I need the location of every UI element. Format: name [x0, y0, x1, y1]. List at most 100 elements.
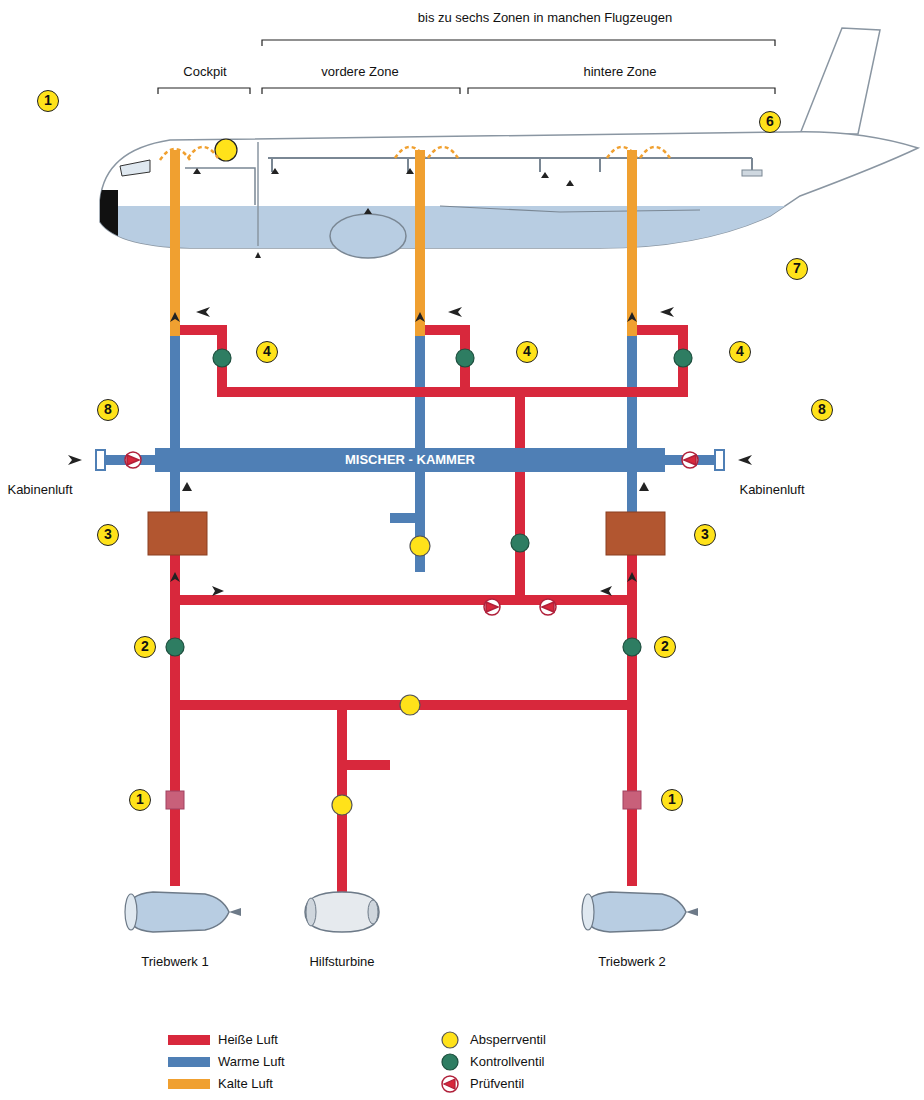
hot-air-pipe [515, 392, 525, 450]
flow-arrow [415, 312, 425, 322]
flow-arrow [68, 307, 752, 596]
zone-bracket [468, 88, 775, 94]
label-text: vordere Zone [321, 64, 398, 80]
aircraft [257, 142, 259, 246]
hot-air-pipe [342, 760, 390, 770]
bleed-regulator [166, 791, 184, 809]
flow-arrow [660, 307, 674, 317]
arrow-head [182, 482, 192, 491]
legend-text: Heiße Luft [218, 1032, 278, 1048]
control-valve [166, 349, 692, 656]
engine-symbol [558, 886, 706, 938]
label-text: Cockpit [183, 64, 226, 80]
zone-bracket [158, 40, 775, 94]
callout-number: 1 [37, 90, 59, 112]
shutoff-valve [410, 536, 430, 556]
warm-air-pipe [390, 513, 420, 523]
aircraft [742, 170, 762, 176]
engine-symbol [127, 892, 229, 932]
callout-number: 1 [129, 789, 151, 811]
node-label: Triebwerk 2 [558, 954, 706, 969]
check-valve [542, 602, 554, 612]
aircraft [90, 206, 924, 256]
air-conditioning-pack [148, 512, 665, 555]
control-valve [166, 638, 184, 656]
engine-symbol [101, 886, 249, 938]
engine-unit: Triebwerk 1 [101, 886, 249, 974]
engine-symbol [582, 894, 594, 930]
flow-arrow [170, 572, 180, 582]
engine-symbol [368, 900, 378, 924]
shutoff-valve [400, 695, 420, 715]
callout-number: 8 [811, 399, 833, 421]
legend-text: Warme Luft [218, 1054, 285, 1070]
zone-bracket [262, 88, 460, 94]
control-valve [623, 638, 641, 656]
aircraft [271, 168, 279, 174]
callout-number: 2 [134, 636, 156, 658]
label-text: Kabinenluft [7, 482, 72, 498]
control-valve [674, 349, 692, 367]
check-valve [127, 455, 139, 465]
control-valve [511, 534, 529, 552]
aircraft [566, 180, 574, 186]
flow-arrow [627, 572, 637, 582]
label-text: Kabinenluft [739, 482, 804, 498]
zone-bracket [158, 88, 250, 94]
flow-arrow [738, 455, 752, 465]
cabin-air-inlet [96, 450, 105, 470]
bleed-regulator [623, 791, 641, 809]
legend-text: Prüfventil [470, 1076, 524, 1092]
callout-number: 7 [786, 258, 808, 280]
callout-number: 3 [694, 524, 716, 546]
cold-air-pipe [415, 150, 425, 336]
legend-swatch [168, 1035, 210, 1045]
aircraft [541, 172, 549, 178]
check-valve [484, 599, 500, 615]
aircraft [188, 147, 218, 158]
aircraft [255, 252, 261, 258]
legend-symbol [442, 1076, 458, 1092]
warm-air-pipe [104, 336, 716, 572]
flow-arrow [627, 312, 637, 322]
cold-air-pipe [175, 150, 632, 336]
shutoff-valve [332, 795, 352, 815]
warm-air-pipe [627, 472, 637, 512]
mixer-chamber: MISCHER - KAMMER [155, 448, 665, 472]
engine-symbol [584, 892, 686, 932]
legend-swatch [168, 1079, 210, 1089]
aircraft [800, 28, 880, 134]
engine-symbol [686, 908, 698, 916]
check-valve [486, 602, 498, 612]
air-conditioning-pack [148, 512, 207, 555]
aircraft [330, 214, 406, 258]
legend-text: Kontrollventil [470, 1054, 544, 1070]
flow-arrow [170, 312, 180, 322]
hot-air-pipe [175, 595, 632, 605]
legend-swatch [168, 1057, 210, 1067]
callout-number: 4 [516, 341, 538, 363]
flow-arrow [448, 307, 462, 317]
cold-air-pipe [627, 150, 637, 336]
engine-unit: Hilfsturbine [273, 886, 411, 974]
flow-arrow [212, 586, 224, 596]
check-valve [125, 452, 698, 615]
engine-symbol [273, 886, 411, 938]
air-conditioning-pack [606, 512, 665, 555]
aircraft [90, 190, 924, 256]
callout-number: 8 [97, 399, 119, 421]
hot-air-pipe [217, 387, 688, 397]
engine-symbol [306, 898, 316, 926]
aircraft [120, 160, 150, 176]
warm-air-pipe [104, 455, 160, 465]
aircraft [268, 158, 752, 172]
label-text: bis zu sechs Zonen in manchen Flugzeugen [418, 10, 672, 26]
aircraft [193, 168, 201, 174]
check-valve [540, 599, 556, 615]
aircraft [640, 147, 670, 158]
engine-unit: Triebwerk 2 [558, 886, 706, 974]
flow-arrow [600, 586, 612, 596]
callout-number: 2 [654, 636, 676, 658]
engine-symbol [229, 908, 241, 916]
